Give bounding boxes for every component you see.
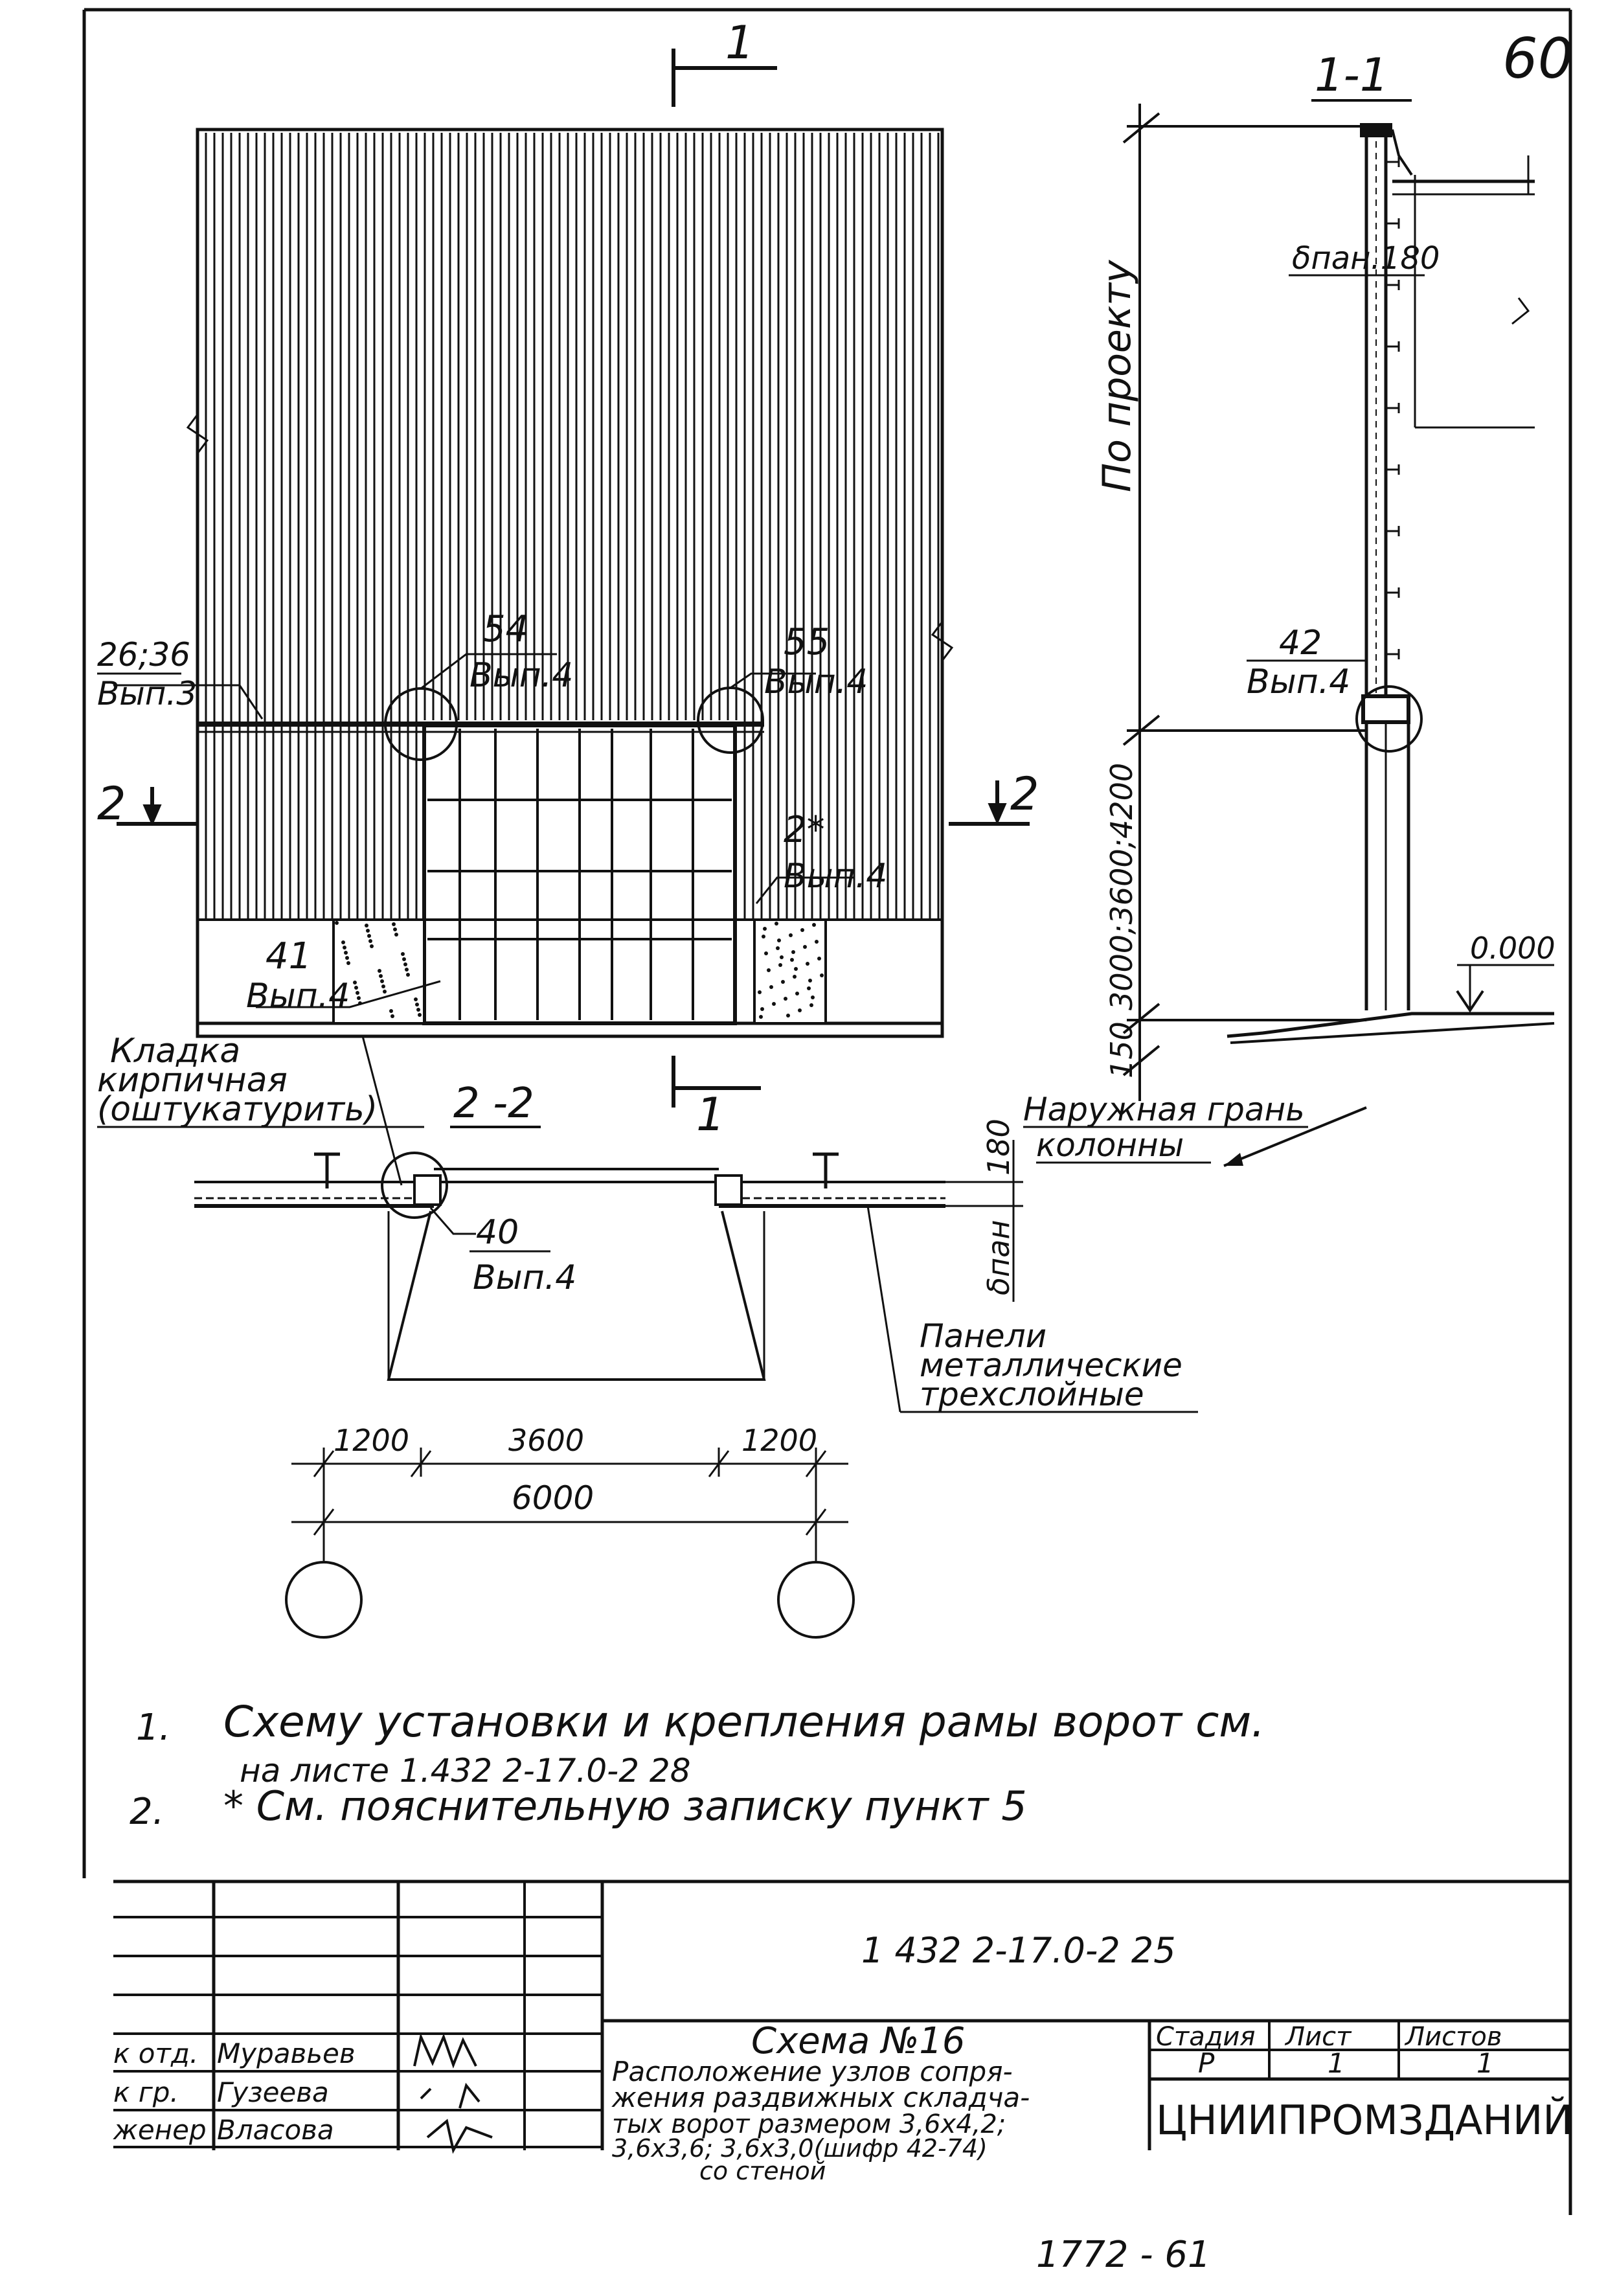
level-mark: 0.000 (1470, 931, 1555, 966)
node-54-ref: Вып.4 (469, 656, 573, 695)
node-55-num: 55 (784, 621, 830, 663)
node-40-num: 40 (476, 1213, 519, 1252)
masonry-label-3: (оштукатурить) (97, 1090, 378, 1129)
note-2-num: 2. (130, 1791, 164, 1833)
sheet-frame (82, 8, 1572, 2215)
bottom-mark: 1772 - 61 (1036, 2234, 1211, 2276)
note-1-line-2: на листе 1.432 2-17.0-2 28 (240, 1752, 691, 1790)
role-1: к отд. (113, 2038, 198, 2069)
masonry-label-1: Кладка (110, 1032, 240, 1071)
node-2star-num: 2* (784, 809, 825, 851)
sheet-value: 1 (1328, 2047, 1345, 2079)
node-42-circle (1355, 685, 1423, 753)
description-line-4: 3,6х3,6; 3,6х3,0(шифр 42-74) (612, 2134, 988, 2163)
outer-face-label-2: колонны (1036, 1126, 1184, 1164)
cut-2-right-label: 2 (1010, 767, 1039, 821)
cut-1-top-label: 1 (725, 16, 754, 69)
corrugated-wall-ribs (205, 133, 940, 920)
description-line-2: жения раздвижных складча- (611, 2082, 1030, 2113)
panels-label-1: Панели (920, 1317, 1046, 1355)
cut-1-top (672, 49, 777, 107)
sheet-header: Лист (1284, 2022, 1352, 2052)
description-line-5: со стеной (699, 2157, 826, 2185)
plan-2-2-title: 2 -2 (453, 1080, 534, 1128)
node-40-circle (381, 1152, 448, 1219)
dim-left-1200: 1200 (334, 1423, 409, 1458)
by-project-note: По проекту (1094, 259, 1140, 492)
cut-2-left (117, 787, 198, 826)
doc-code: 1 432 2-17.0-2 25 (861, 1930, 1176, 1971)
sheets-value: 1 (1476, 2047, 1494, 2079)
stage-value: Р (1198, 2047, 1215, 2079)
gate-leaves-grid (427, 729, 732, 1020)
cut-2-right (949, 780, 1030, 826)
note-2-line-1: * См. пояснительную записку пункт 5 (223, 1782, 1027, 1830)
panels-label-2: металлические (920, 1347, 1182, 1384)
note-1-num: 1. (136, 1707, 171, 1749)
dim-panel: δпан (981, 1220, 1016, 1295)
panels-label-3: трехслойные (920, 1376, 1144, 1413)
name-3: Власова (217, 2114, 334, 2146)
dim-180: 180 (981, 1119, 1016, 1176)
description-line-1: Расположение узлов сопря- (612, 2056, 1013, 2087)
section-dimension-line (1122, 104, 1366, 1101)
description-line-3: тых ворот размером 3,6х4,2; (612, 2109, 1006, 2139)
dim-right-1200: 1200 (741, 1423, 817, 1458)
facade-elevation: 1 1 2 2 (97, 16, 1039, 1141)
node-54-num: 54 (482, 608, 528, 650)
title-block (113, 1880, 1570, 2150)
role-3: женер (113, 2114, 207, 2146)
masonry-label-2: кирпичная (97, 1061, 288, 1100)
cut-1-bottom-label: 1 (696, 1088, 725, 1141)
role-2: к гр. (113, 2076, 179, 2108)
node-41-num: 41 (266, 935, 311, 977)
outer-face-label-1: Наружная грань (1023, 1091, 1305, 1128)
name-2: Гузеева (217, 2076, 329, 2108)
node-41-ref: Вып.4 (246, 977, 350, 1016)
opening-heights: 3000;3600;4200 (1104, 763, 1139, 1010)
signatures (413, 2032, 493, 2154)
node-2star-ref: Вып.4 (784, 857, 887, 896)
cut-2-left-label: 2 (97, 777, 126, 830)
node-42-ref: Вып.4 (1247, 663, 1350, 701)
axis-marker-left (285, 1561, 363, 1639)
cut-1-bottom (672, 1056, 761, 1108)
organization-name: ЦНИИПРОМЗДАНИЙ (1156, 2097, 1573, 2144)
dim-center-3600: 3600 (508, 1423, 584, 1458)
page-number: 60 (1502, 27, 1573, 91)
plan-dimension-chain (291, 1448, 848, 1561)
base-offset: 150 (1104, 1021, 1139, 1078)
dim-total-6000: 6000 (512, 1479, 594, 1517)
section-1-1-title: 1-1 (1315, 49, 1388, 102)
scheme-title: Схема №16 (751, 2020, 966, 2062)
plaster-stipple (335, 921, 824, 1019)
panel-thickness-label: δпан.180 (1292, 240, 1440, 277)
node-40-ref: Вып.4 (473, 1258, 576, 1297)
panel-fasteners (1386, 157, 1400, 659)
note-1-line-1: Схему установки и крепления рамы ворот с… (223, 1697, 1265, 1747)
name-1: Муравьев (217, 2038, 356, 2069)
plan-2-2: 2 -2 40 Вып.4 180 δпан Наружная (194, 1080, 1367, 1639)
stage-header: Стадия (1156, 2022, 1255, 2052)
node-42-num: 42 (1279, 624, 1322, 663)
node-26-ref: Вып.3 (97, 675, 197, 712)
sheets-header: Листов (1404, 2022, 1502, 2052)
section-1-1: 1-1 0.000 (1094, 49, 1555, 1101)
node-26-num: 26;36 (97, 636, 190, 674)
node-55-ref: Вып.4 (764, 663, 868, 701)
axis-marker-right (777, 1561, 855, 1639)
